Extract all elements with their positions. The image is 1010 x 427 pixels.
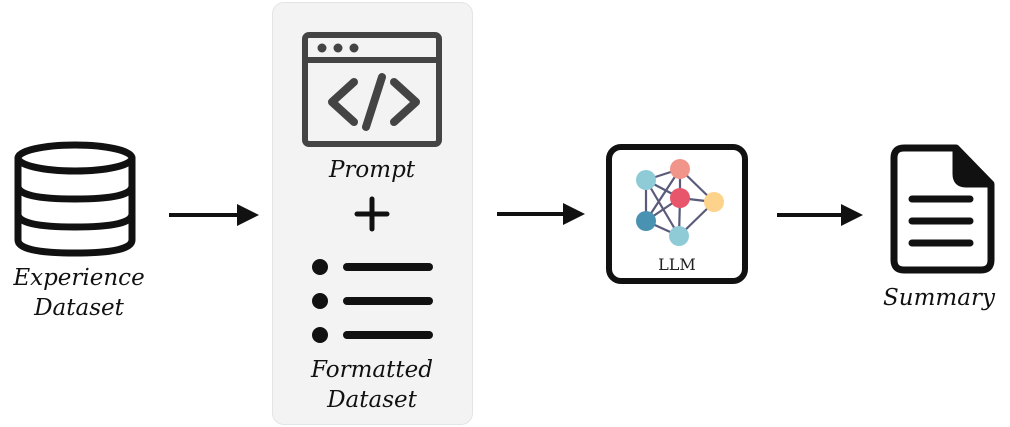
bullet-list-icon (312, 259, 433, 343)
network-node (636, 170, 656, 190)
formatted-dataset-label-line1: Formatted (311, 357, 433, 383)
arrow-right-icon (777, 204, 863, 226)
prompt-label: Prompt (328, 157, 416, 183)
arrow-right-icon (169, 204, 259, 226)
network-node (704, 192, 724, 212)
summary-label: Summary (883, 285, 995, 311)
formatted-dataset-label-line2: Dataset (327, 387, 417, 413)
plus-icon (354, 196, 390, 232)
network-node (669, 226, 689, 246)
experience-dataset-label-line2: Dataset (34, 295, 124, 321)
code-window-icon (302, 32, 442, 147)
network-node (670, 159, 690, 179)
network-node (636, 211, 656, 231)
database-icon (14, 141, 136, 257)
llm-label: LLM (658, 255, 696, 274)
network-node (670, 188, 690, 208)
experience-dataset-label-line1: Experience (13, 265, 145, 291)
document-icon (890, 144, 995, 274)
neural-network-icon (636, 159, 724, 246)
arrow-right-icon (497, 203, 585, 225)
